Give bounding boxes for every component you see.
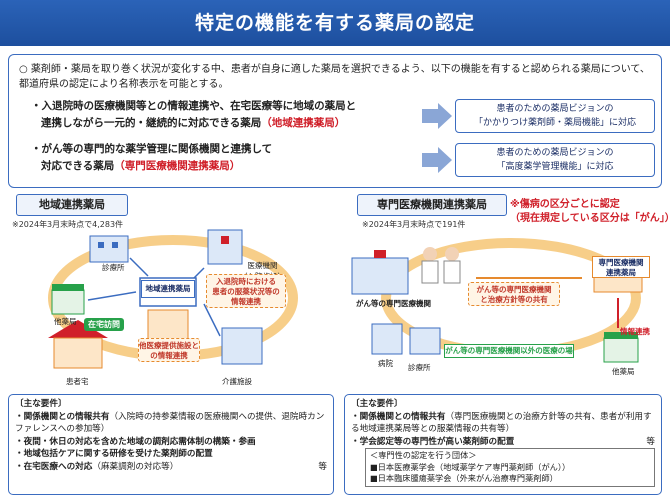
arrow-right-icon <box>422 147 452 173</box>
vision-box-2: 患者のための薬局ビジョンの 「高度薬学管理機能」に対応 <box>455 143 655 177</box>
regional-item: ・入退院時の医療機関等との情報連携や、在宅医療等に地域の薬局と 連携しながら一元… <box>31 100 357 129</box>
intro-text: 薬剤師・薬局を取り巻く状況が変化する中、患者が自身に適した薬局を選択できるよう、… <box>19 64 650 90</box>
label-other-pharmacy: 他薬局 <box>54 317 77 326</box>
care-info-box: 他医療提供施設と の情報連携 <box>138 338 200 362</box>
certifying-orgs: ＜専門性の認定を行う団体＞ ■日本医療薬学会（地域薬学ケア専門薬剤師（がん）） … <box>365 448 655 487</box>
requirements-left: 〔主な要件〕 ・関係機関との情報共有（入院時の持参薬情報の医療機関への提供、退院… <box>8 394 334 495</box>
specialist-title: 専門医療機関連携薬局 <box>357 194 507 216</box>
arrow-right-icon <box>422 103 452 129</box>
category-note: ※傷病の区分ごとに認定 （現在規定している区分は「がん」） <box>510 199 670 224</box>
requirements-right: 〔主な要件〕 ・関係機関との情報共有（専門医療機関との治療方針等の共有、患者が利… <box>344 394 662 495</box>
home-visit-tag: 在宅訪問 <box>84 318 124 331</box>
specialist-item: ・がん等の専門的な薬学管理に関係機関と連携して 対応できる薬局（専門医療機関連携… <box>31 143 273 172</box>
label-patient-home: 患者宅 <box>66 377 89 386</box>
label-care-facility: 介護施設 <box>222 377 252 386</box>
center-regional-pharmacy: 地域連携薬局 <box>141 280 195 298</box>
intro-box: ○ 薬剤師・薬局を取り巻く状況が変化する中、患者が自身に適した薬局を選択できるよ… <box>8 54 662 188</box>
regional-title: 地域連携薬局 <box>16 194 128 216</box>
label-hospital-right: 病院 <box>378 359 393 368</box>
vision-box-1: 患者のための薬局ビジョンの 「かかりつけ薬剤師・薬局機能」に対応 <box>455 99 655 133</box>
admission-info-box: 入退院時における 患者の服薬状況等の 情報連携 <box>206 274 286 308</box>
bullet-mark: ○ <box>19 64 28 75</box>
regional-count: ※2024年3月末時点で4,283件 <box>12 220 124 229</box>
share-policy-box: がん等の専門医療機関 と治療方針等の共有 <box>468 282 560 306</box>
label-info-link: 情報連携 <box>620 327 650 336</box>
label-other-pharmacy-right: 他薬局 <box>612 367 635 376</box>
center-specialist-pharmacy: 専門医療機関 連携薬局 <box>592 256 650 278</box>
label-clinic-right: 診療所 <box>408 363 431 372</box>
non-specialist-box: がん等の専門医療機関以外の医療の場 <box>444 344 574 358</box>
page-title: 特定の機能を有する薬局の認定 <box>0 0 670 46</box>
regional-diagram <box>48 229 298 369</box>
label-cancer-institution: がん等の専門医療機関 <box>356 299 431 308</box>
specialist-count: ※2024年3月末時点で191件 <box>362 220 466 229</box>
label-clinic: 診療所 <box>102 263 125 272</box>
